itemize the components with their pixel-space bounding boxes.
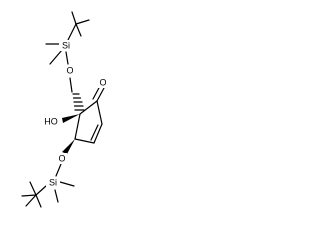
double-bond-inner xyxy=(90,124,99,141)
ketone-double-bond xyxy=(92,85,105,102)
tert-butyl-top xyxy=(67,11,90,41)
hashed-wedge-ch2 xyxy=(72,93,85,111)
bold-wedge-oxygen xyxy=(62,139,75,154)
silyl-bottom-bonds xyxy=(35,163,75,203)
bond xyxy=(75,23,82,37)
atom-hydroxyl: HO xyxy=(40,116,60,127)
bond xyxy=(71,11,77,25)
bond xyxy=(55,163,62,177)
atom-label-o: O xyxy=(58,153,65,163)
bond xyxy=(96,100,103,125)
atom-label-o: O xyxy=(66,65,73,75)
bond xyxy=(96,87,105,102)
bond xyxy=(49,49,63,65)
atom-label-o: O xyxy=(99,77,106,87)
bond xyxy=(29,181,37,196)
bond xyxy=(54,189,59,203)
bond xyxy=(21,194,37,197)
bond xyxy=(35,194,42,208)
bond xyxy=(59,181,75,187)
molecule-structure: Si O O HO O Si xyxy=(21,11,108,208)
atom-label-si: Si xyxy=(62,40,70,50)
bond xyxy=(25,194,37,207)
bond xyxy=(79,100,98,115)
bond xyxy=(65,51,69,65)
bond xyxy=(93,123,103,144)
atom-label-ho: HO xyxy=(44,116,58,126)
atom-o-bottom: O xyxy=(57,153,67,164)
atom-o-ketone: O xyxy=(98,77,108,88)
bond xyxy=(69,77,73,93)
atom-si-bottom: Si xyxy=(46,177,60,188)
cyclopentenone-ring xyxy=(74,100,103,144)
atom-o-top: O xyxy=(65,65,75,76)
bond xyxy=(74,138,95,144)
bond xyxy=(67,23,77,41)
atom-si-top: Si xyxy=(59,40,73,51)
bond xyxy=(75,19,90,25)
structure-diagram: Si O O HO O Si xyxy=(0,0,132,240)
bond xyxy=(74,113,81,140)
bond xyxy=(35,185,47,196)
bold-wedge-hydroxyl xyxy=(62,114,80,123)
tert-butyl-bottom xyxy=(21,181,42,208)
ether-linker-top xyxy=(69,77,73,93)
atom-label-si: Si xyxy=(49,177,57,187)
bond xyxy=(92,85,101,100)
